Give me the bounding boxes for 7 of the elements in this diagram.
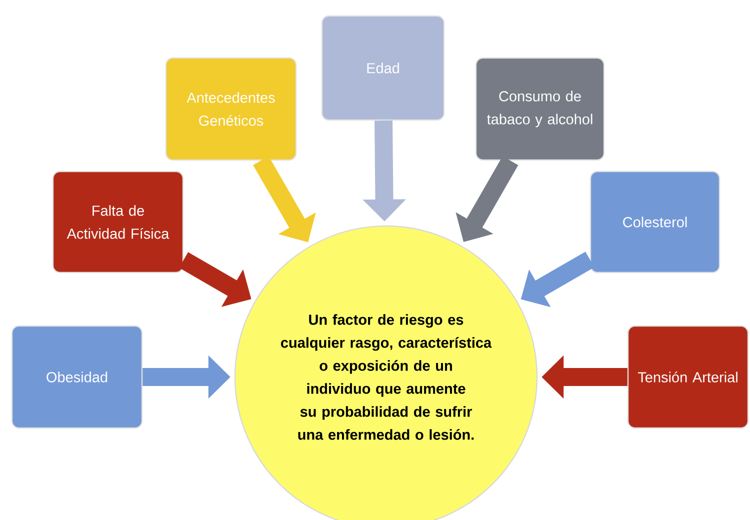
factor-box: Obesidad xyxy=(11,325,143,429)
factor-box: Consumo de tabaco y alcohol xyxy=(475,57,605,161)
factor-box: Colesterol xyxy=(590,170,720,274)
factor-box: Falta de Actividad Física xyxy=(52,170,184,274)
factor-box: Edad xyxy=(321,15,445,121)
factor-box: Antecedentes Genéticos xyxy=(165,57,297,161)
factor-box: Tensión Arterial xyxy=(627,325,749,429)
